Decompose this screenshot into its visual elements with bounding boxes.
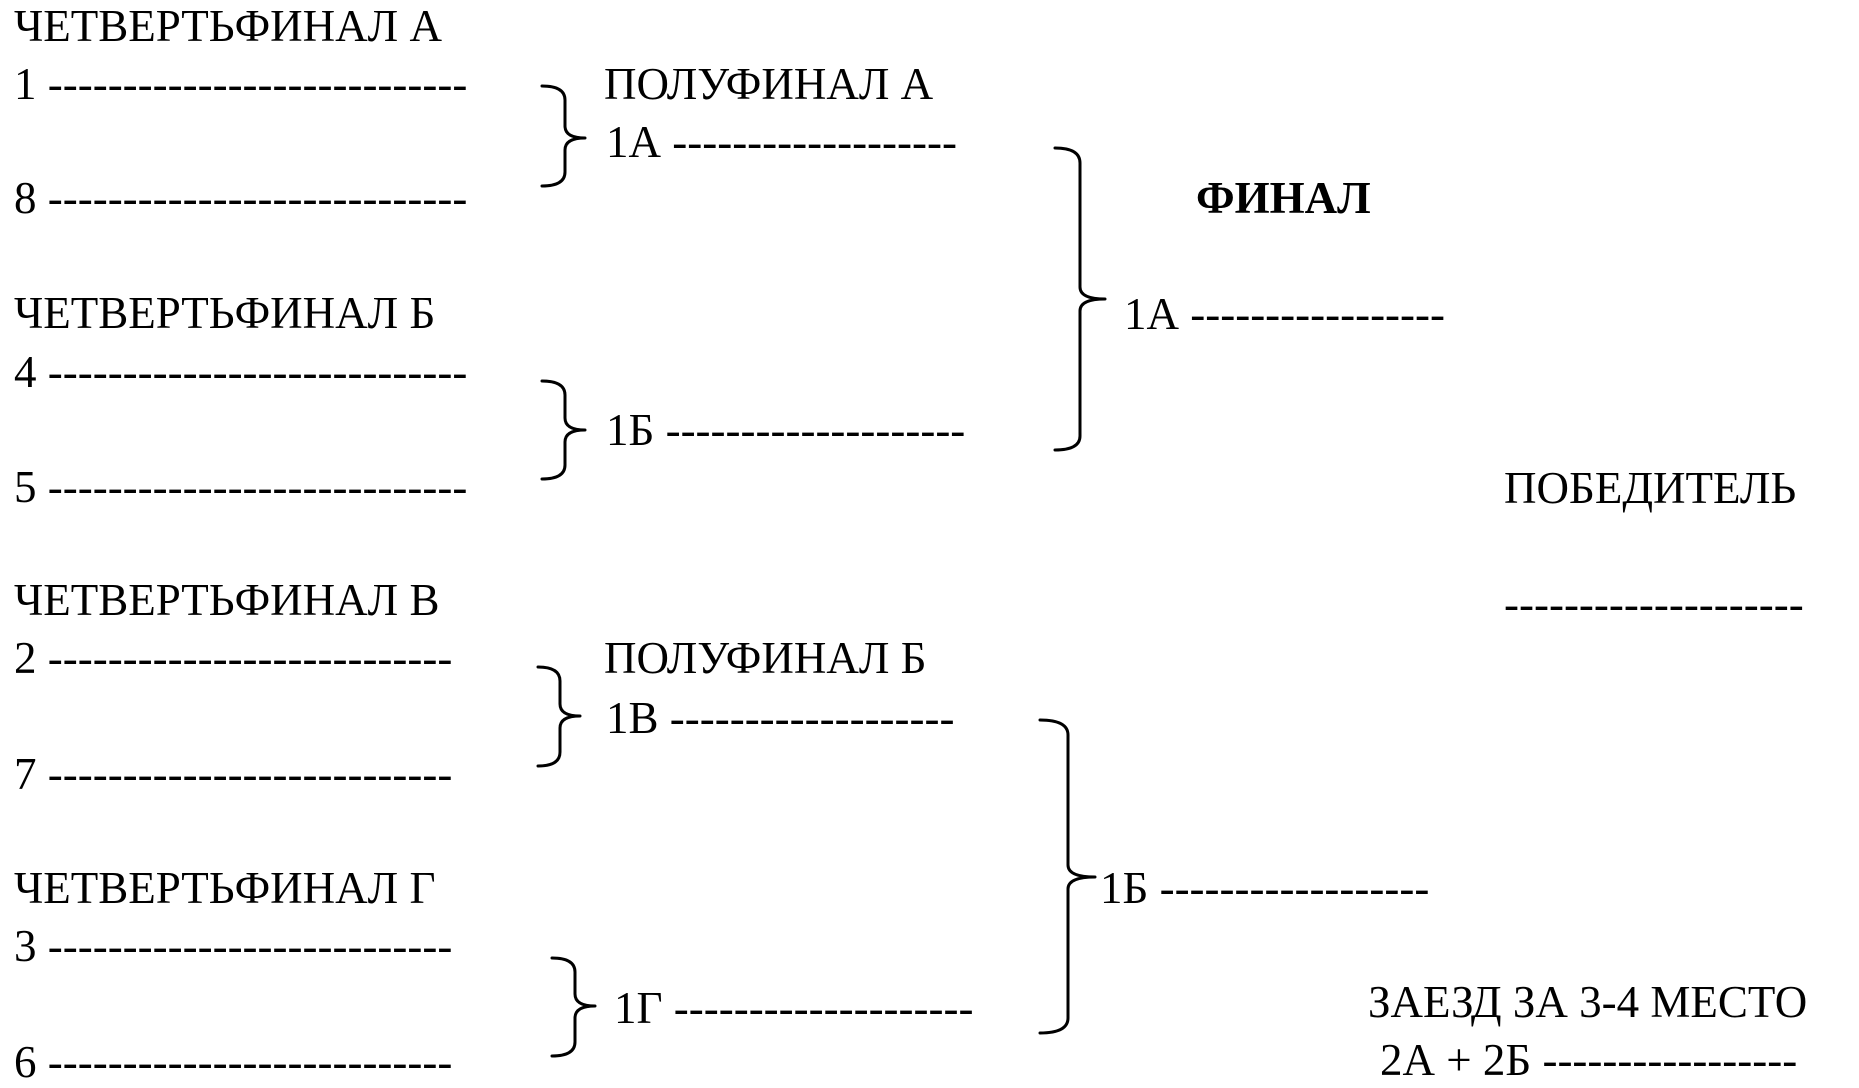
final-slot-1: 1А ----------------- — [1124, 289, 1445, 339]
third-place-line: 2А + 2Б ----------------- — [1380, 1035, 1798, 1085]
quarterfinal-v-slot-2: 7 --------------------------- — [14, 749, 453, 799]
final-title: ФИНАЛ — [1196, 173, 1371, 223]
quarterfinal-b-title: ЧЕТВЕРТЬФИНАЛ Б — [14, 288, 436, 338]
bracket-qf-g — [550, 956, 597, 1058]
bracket-qf-a — [540, 84, 587, 188]
quarterfinal-b-slot-1: 4 ---------------------------- — [14, 347, 468, 397]
final-slot-2: 1Б ------------------ — [1100, 863, 1430, 913]
quarterfinal-g-title: ЧЕТВЕРТЬФИНАЛ Г — [14, 863, 436, 913]
quarterfinal-g-slot-2: 6 --------------------------- — [14, 1037, 453, 1087]
quarterfinal-a-slot-2: 8 ---------------------------- — [14, 173, 468, 223]
quarterfinal-a-title: ЧЕТВЕРТЬФИНАЛ А — [14, 1, 442, 51]
semifinal-b-slot-2: 1Г -------------------- — [614, 983, 974, 1033]
quarterfinal-a-slot-1: 1 ---------------------------- — [14, 59, 468, 109]
semifinal-a-title: ПОЛУФИНАЛ А — [604, 59, 934, 109]
semifinal-b-slot-1: 1В ------------------- — [606, 693, 955, 743]
semifinal-a-slot-1: 1А ------------------- — [606, 117, 957, 167]
third-place-title: ЗАЕЗД ЗА 3-4 МЕСТО — [1368, 977, 1808, 1027]
quarterfinal-v-slot-1: 2 --------------------------- — [14, 633, 453, 683]
bracket-qf-v — [536, 665, 582, 768]
winner-title: ПОБЕДИТЕЛЬ — [1504, 463, 1797, 513]
quarterfinal-b-slot-2: 5 ---------------------------- — [14, 462, 468, 512]
semifinal-b-title: ПОЛУФИНАЛ Б — [604, 633, 927, 683]
bracket-sf-b — [1038, 718, 1097, 1035]
semifinal-a-slot-2: 1Б -------------------- — [606, 405, 966, 455]
bracket-qf-b — [540, 379, 587, 481]
quarterfinal-v-title: ЧЕТВЕРТЬФИНАЛ В — [14, 575, 440, 625]
winner-line: -------------------- — [1504, 579, 1804, 629]
bracket-sf-a — [1053, 146, 1107, 452]
quarterfinal-g-slot-1: 3 --------------------------- — [14, 921, 453, 971]
